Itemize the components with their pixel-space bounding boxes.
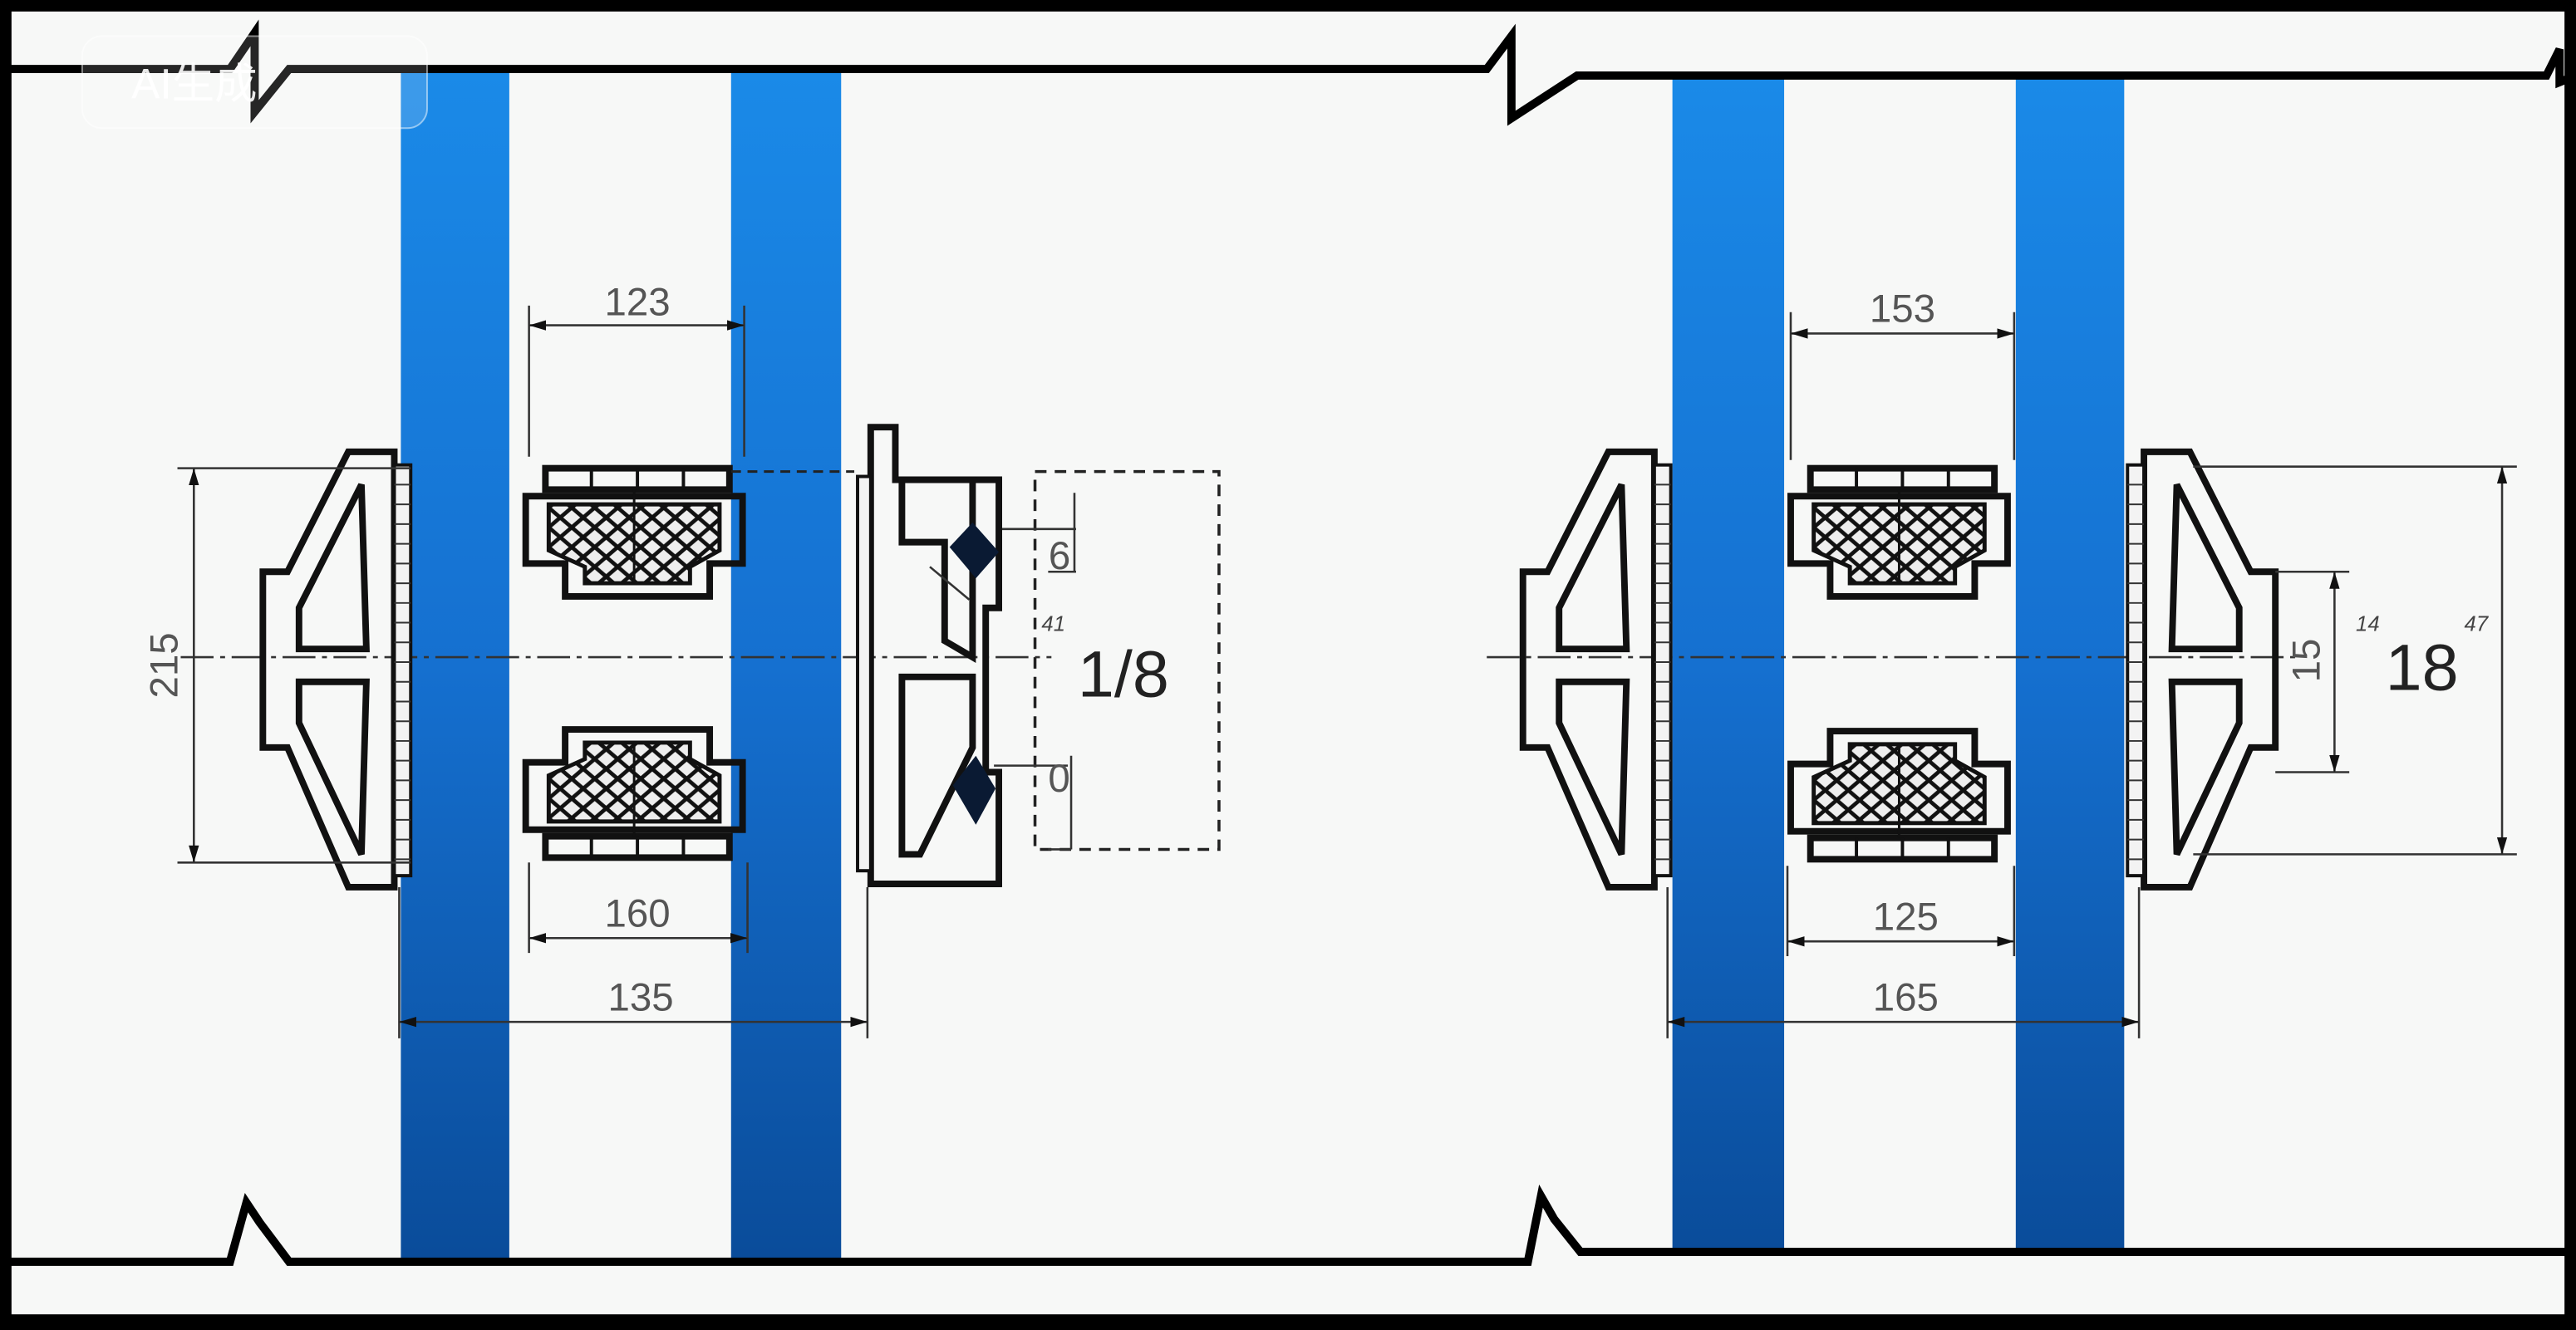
- top-break-line: [0, 19, 2576, 126]
- dim-label: 123: [605, 281, 671, 325]
- dim-label: 15: [2285, 639, 2329, 683]
- callout-suffix: 47: [2465, 612, 2490, 636]
- blue-column: [2015, 75, 2125, 1253]
- callout-main: 1/8: [1078, 637, 1169, 711]
- dim-label: 0: [1048, 757, 1069, 801]
- callout-superscript: 41: [1041, 612, 1065, 636]
- left-section: 123 160 135 215 9 0 41 1/8: [143, 281, 1221, 1038]
- seal-diamond: [952, 755, 996, 825]
- blue-columns: [401, 69, 2125, 1259]
- right-section: 153 125 165 15 14 18 47: [1487, 287, 2517, 1038]
- dim-label: 135: [607, 975, 673, 1019]
- blue-column: [730, 69, 842, 1259]
- blue-column: [401, 69, 509, 1259]
- callout-main: 18: [2386, 631, 2459, 704]
- bottom-break-line: [0, 1184, 2576, 1266]
- dim-label: 153: [1870, 287, 1935, 331]
- dim-label: 9: [1049, 533, 1070, 577]
- seal-diamond: [949, 522, 1000, 579]
- dim-label: 125: [1873, 895, 1939, 939]
- detail-dashed-box: [1033, 469, 1221, 851]
- dim-label: 165: [1873, 975, 1939, 1019]
- right-clip-profile: [856, 424, 1002, 887]
- blue-column: [1672, 75, 1785, 1253]
- watermark-text: AI生成: [131, 60, 257, 108]
- callout-prefix: 14: [2356, 612, 2380, 636]
- dim-label: 160: [605, 891, 671, 935]
- ai-generated-watermark: AI生成: [81, 35, 429, 130]
- dim-label: 215: [143, 632, 187, 698]
